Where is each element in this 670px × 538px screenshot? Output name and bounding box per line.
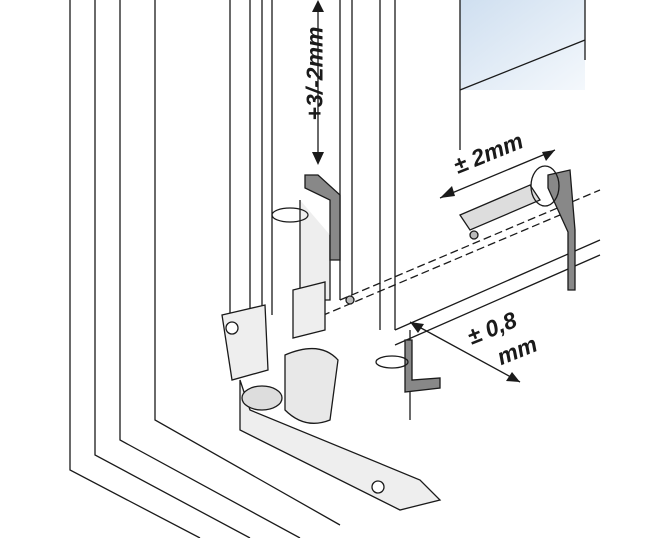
arrow-horizontal: [439, 149, 556, 199]
vertical-adjustment-label: +3/-2mm: [301, 26, 328, 121]
glass-pane: [460, 0, 585, 90]
sash: [261, 0, 353, 320]
outer-frame: [69, 0, 201, 538]
corner-hinge: [239, 379, 442, 511]
hex-key-bottom: [404, 339, 441, 393]
arrow-depth: [409, 321, 521, 383]
hex-key-vertical: [304, 174, 341, 261]
